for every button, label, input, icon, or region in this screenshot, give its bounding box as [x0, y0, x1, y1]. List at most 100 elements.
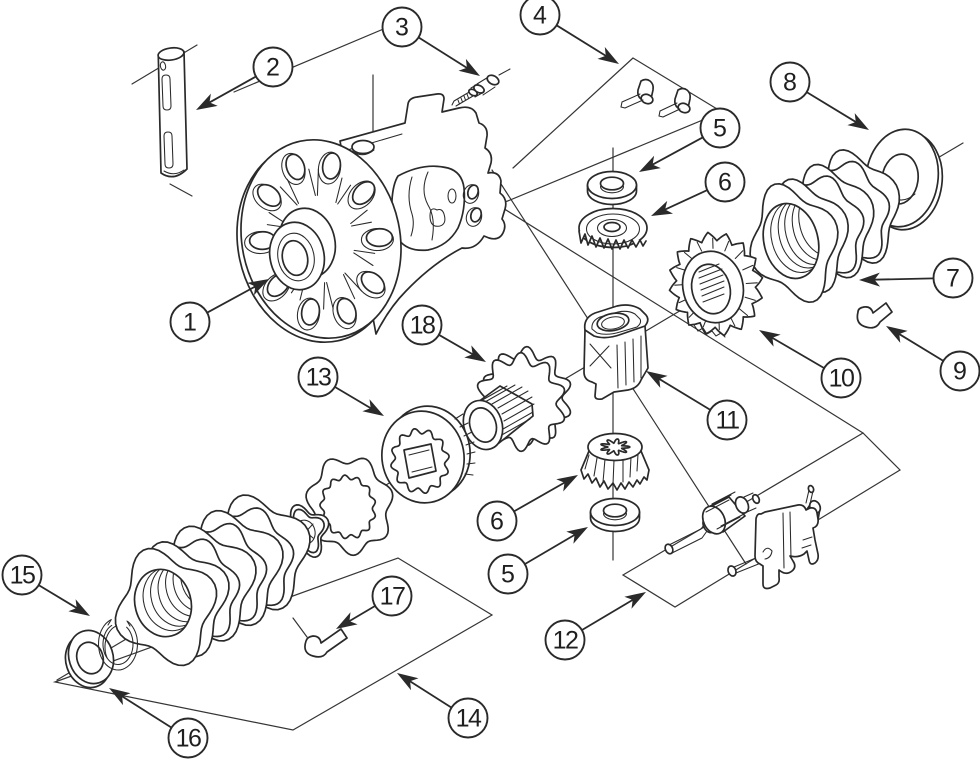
cam-plate	[380, 405, 476, 504]
hub-bore	[468, 407, 498, 443]
snap-ring-spiral	[104, 625, 117, 659]
flange-bolt-hole	[351, 180, 376, 206]
callout-8-number: 8	[783, 69, 797, 97]
callout-6-bottom-number: 6	[490, 508, 504, 536]
callout-12: 12	[544, 592, 646, 661]
flange-bolt-hole	[321, 152, 342, 180]
case-bolts	[620, 78, 692, 118]
lock-pin	[157, 46, 188, 178]
gear6t-ring-1	[585, 213, 641, 245]
callout-14-circle	[447, 697, 489, 739]
callout-arrow-shaft	[770, 336, 825, 369]
snap-ring	[97, 619, 139, 671]
construction-line	[497, 111, 723, 206]
clutch-pack-right	[749, 149, 901, 304]
callout-9-number: 9	[953, 358, 967, 386]
flange-bolt-holes-and-spokes	[244, 151, 394, 331]
callout-arrow-shaft	[334, 386, 373, 410]
pinion-washer-top	[586, 170, 638, 206]
flange-spoke	[342, 272, 363, 300]
callout-arrowhead	[196, 93, 218, 110]
callout-18-number: 18	[410, 312, 435, 340]
callout-arrow-shaft	[650, 136, 704, 167]
callout-arrow-shaft	[206, 284, 258, 314]
callout-arrow-shaft	[418, 36, 469, 70]
washer5b-hole	[602, 503, 628, 518]
callout-8-circle	[769, 61, 811, 103]
stud-threads	[457, 93, 470, 105]
callout-arrow-shaft	[872, 277, 934, 281]
callout-arrowhead	[566, 527, 588, 544]
callout-1-circle	[169, 301, 211, 343]
callout-arrowhead	[847, 113, 869, 130]
shift-fork	[754, 484, 822, 590]
stud-step-2	[473, 84, 485, 94]
callout-5-top-number: 5	[713, 115, 727, 143]
callout-arrow-shaft	[207, 75, 257, 104]
callout-7-circle	[932, 257, 974, 299]
callout-arrowhead	[651, 200, 673, 216]
side-gear-bottom-teeth	[693, 324, 726, 338]
callout-5-bottom: 5	[487, 527, 588, 595]
callout-2-number: 2	[266, 54, 280, 82]
callout-17-number: 17	[380, 583, 405, 611]
case-window-slot	[447, 188, 457, 204]
cam-square-bore	[403, 443, 437, 479]
assembly-plane-outline	[621, 432, 901, 608]
callout-4-circle	[519, 0, 561, 36]
callout-arrow-shaft	[663, 189, 708, 212]
callout-6-bottom: 6	[476, 475, 578, 542]
callout-2: 2	[196, 46, 294, 110]
case-ear-hole-1	[466, 184, 480, 200]
side-gear-tooth-lines	[674, 237, 758, 331]
callout-15: 15	[1, 554, 90, 616]
callout-12-circle	[544, 619, 586, 661]
snap-ring-outer	[97, 619, 139, 671]
gear6b-tooth-lines	[584, 453, 639, 485]
flange-spoke	[335, 177, 352, 205]
pinion-tip	[668, 540, 679, 555]
callout-16-circle	[167, 717, 209, 759]
callout-arrowhead	[646, 371, 668, 388]
callout-4: 4	[519, 0, 619, 64]
callout-arrowhead	[109, 688, 131, 706]
hub-lip	[277, 232, 315, 282]
construction-line	[169, 183, 193, 197]
case-ear-hole-2	[469, 207, 483, 223]
fork-body	[754, 504, 820, 590]
case-window-boss	[429, 208, 446, 227]
pinion-gear-bottom	[580, 432, 650, 491]
pin-slot-lower	[163, 131, 174, 169]
callout-arrow-shaft	[556, 24, 608, 58]
adjusting-stud	[451, 68, 511, 107]
pinion-shaft-lines	[676, 521, 708, 551]
callout-11: 11	[646, 371, 748, 441]
spline-plate-bore	[319, 474, 377, 540]
pinion-shaft	[664, 491, 761, 555]
callout-11-number: 11	[716, 407, 740, 435]
callout-arrowhead	[336, 612, 358, 629]
pinion-washer-bottom	[589, 497, 641, 533]
callout-arrowhead	[597, 47, 619, 64]
callout-arrow-shaft	[408, 679, 452, 709]
bolt-b-shaft	[658, 102, 681, 118]
gear6b-cone	[580, 450, 650, 491]
spider-left-cross	[589, 343, 612, 369]
gear6t-bore	[603, 221, 621, 233]
callout-6-top-number: 6	[718, 169, 732, 197]
case-window-web-1	[423, 171, 434, 241]
callout-arrow-shaft	[513, 481, 567, 513]
pin-bottom-lip	[163, 169, 185, 175]
callout-17-circle	[371, 575, 413, 617]
flange-bolt-hole	[256, 183, 282, 208]
construction-line	[292, 617, 308, 638]
side-gear-right	[668, 231, 764, 338]
callout-arrowhead	[639, 155, 661, 172]
callout-arrowhead	[759, 330, 781, 347]
flange-spoke	[353, 249, 376, 267]
callout-12-number: 12	[553, 627, 578, 655]
callout-6-bottom-circle	[476, 500, 518, 542]
callout-arrowhead	[859, 272, 881, 287]
gear6t-teeth	[578, 230, 647, 250]
